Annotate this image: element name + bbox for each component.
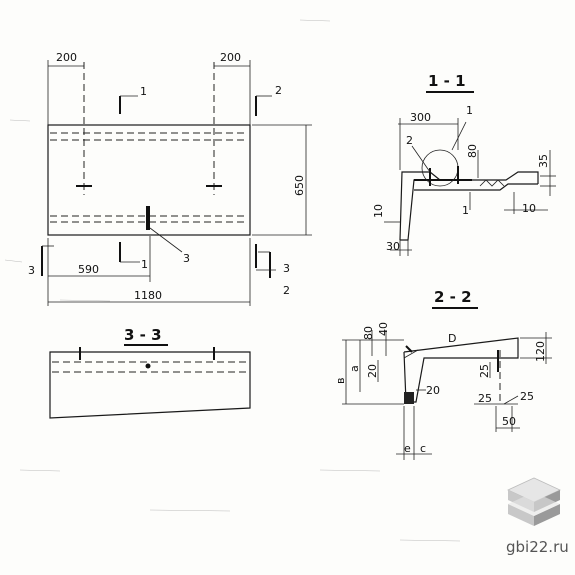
- dim-b: в: [334, 378, 347, 384]
- section-2-2-profile: [403, 337, 519, 403]
- section-1-1-title: 1 - 1: [428, 72, 466, 90]
- plan-view: 200 200 1 2 650 3 3 1 3 2: [28, 51, 312, 306]
- dim-650: 650: [293, 175, 306, 196]
- dim-a: a: [348, 365, 361, 372]
- dim-20-a: 20: [366, 364, 379, 378]
- section-3-3: 3 - 3: [49, 326, 251, 419]
- section-3-3-outline: [49, 351, 251, 419]
- section-1-1-profile-left: [399, 171, 441, 241]
- scan-noise: [4, 19, 461, 542]
- cut-1-top-label: 1: [140, 85, 147, 98]
- dim-50: 50: [502, 415, 516, 428]
- dim-40: 40: [377, 322, 390, 336]
- dim-590: 590: [78, 263, 99, 276]
- callout-1-bottom: 1: [462, 204, 469, 217]
- cut-1-bottom-label: 1: [141, 258, 148, 271]
- dim-e: e: [404, 442, 411, 455]
- section-1-1-profile-top: [400, 171, 539, 241]
- dim-300: 300: [410, 111, 431, 124]
- dim-D-top: D: [448, 332, 456, 345]
- section-2-2: 2 - 2 D в a 80 40 20 20 25 25 25: [334, 288, 552, 460]
- cut-3-right-label: 3: [283, 262, 290, 275]
- dim-200-right: 200: [220, 51, 241, 64]
- plan-outline: [47, 124, 251, 236]
- callout-2: 2: [406, 134, 413, 147]
- callout-1-top: 1: [466, 104, 473, 117]
- dim-35: 35: [537, 154, 550, 168]
- dim-25-b: 25: [478, 392, 492, 405]
- dim-25-a: 25: [478, 364, 491, 378]
- dim-10-right: 10: [522, 202, 536, 215]
- watermark-text: gbi22.ru: [506, 538, 569, 556]
- dim-1180: 1180: [134, 289, 162, 302]
- dim-30: 30: [386, 240, 400, 253]
- dim-80-s22: 80: [362, 326, 375, 340]
- section-1-1: 1 - 1 300 1 2 1 80 35 10: [372, 72, 556, 256]
- cut-3-left-label: 3: [28, 264, 35, 277]
- dim-c: c: [420, 442, 426, 455]
- cut-2-top-label: 2: [275, 84, 282, 97]
- dim-20-b: 20: [426, 384, 440, 397]
- cut-3-center-label: 3: [183, 252, 190, 265]
- dim-200-left: 200: [56, 51, 77, 64]
- cut-2-bottom-label: 2: [283, 284, 290, 297]
- dim-25-c: 25: [520, 390, 534, 403]
- dim-120: 120: [534, 341, 547, 362]
- section-2-2-title: 2 - 2: [434, 288, 472, 306]
- hook-center: [146, 206, 150, 230]
- section-3-3-title: 3 - 3: [124, 326, 162, 344]
- gbi22-logo: [507, 477, 561, 526]
- dim-80-s11: 80: [466, 144, 479, 158]
- dim-10-left: 10: [372, 204, 385, 218]
